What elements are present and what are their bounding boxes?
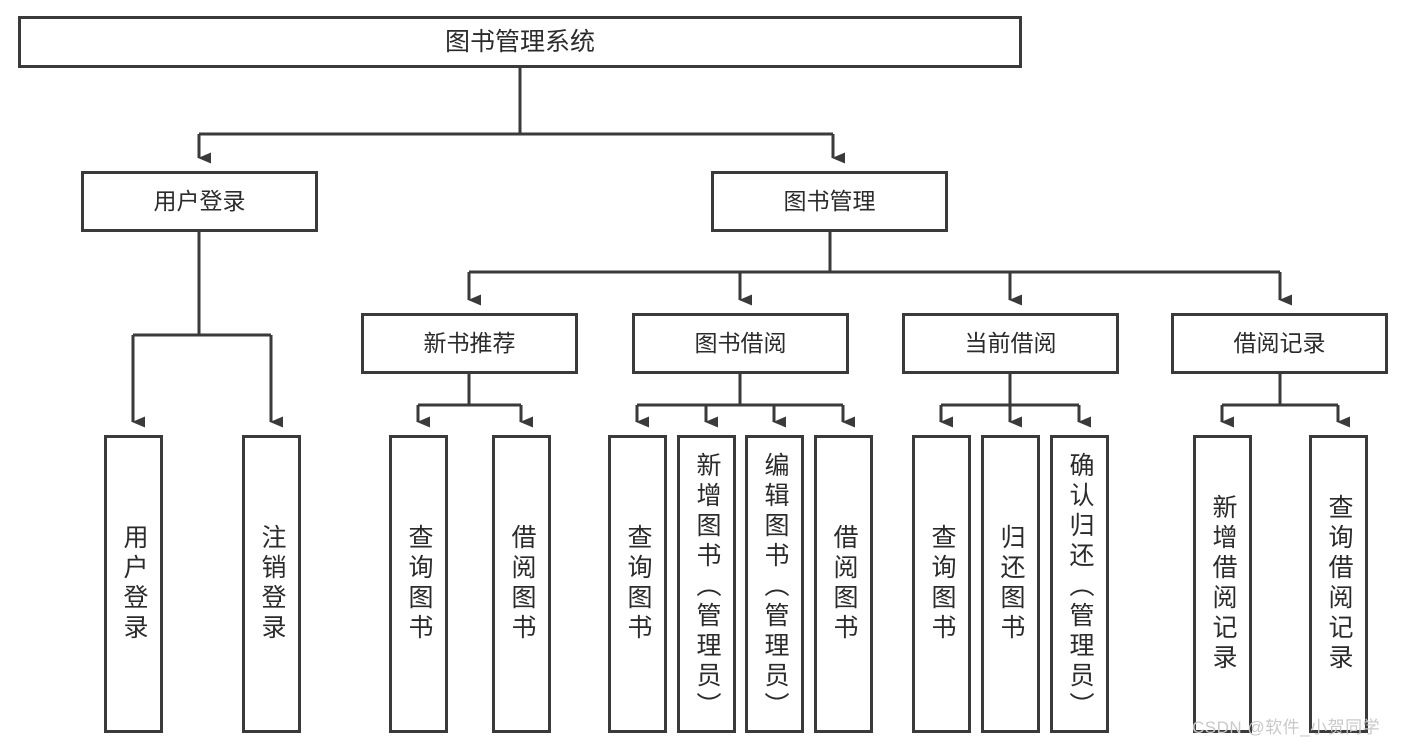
leaf-borrow-book-recommend[interactable]: 借阅图书 xyxy=(492,435,551,733)
node-label: 新书推荐 xyxy=(423,329,516,356)
node-root[interactable]: 图书管理系统 xyxy=(18,16,1022,68)
leaf-edit-book-admin[interactable]: 编辑图书（管理员） xyxy=(745,435,804,733)
leaf-return-book[interactable]: 归还图书 xyxy=(981,435,1040,733)
node-label: 查询图书 xyxy=(928,524,956,644)
leaf-query-book-recommend[interactable]: 查询图书 xyxy=(389,435,448,733)
leaf-borrow-book[interactable]: 借阅图书 xyxy=(814,435,873,733)
node-user-login[interactable]: 用户登录 xyxy=(81,171,318,232)
node-borrow-record[interactable]: 借阅记录 xyxy=(1171,313,1388,374)
node-label: 用户登录 xyxy=(153,187,246,214)
leaf-confirm-return-admin[interactable]: 确认归还（管理员） xyxy=(1050,435,1109,733)
node-label: 当前借阅 xyxy=(964,329,1057,356)
leaf-user-login[interactable]: 用户登录 xyxy=(104,435,163,733)
node-label: 图书借阅 xyxy=(694,329,787,356)
leaf-query-book-current[interactable]: 查询图书 xyxy=(912,435,971,733)
node-label: 新增借阅记录 xyxy=(1209,494,1237,674)
leaf-add-book-admin[interactable]: 新增图书（管理员） xyxy=(677,435,736,733)
node-label: 注销登录 xyxy=(258,524,286,644)
node-label: 查询图书 xyxy=(405,524,433,644)
node-book-management[interactable]: 图书管理 xyxy=(711,171,948,232)
node-current-borrow[interactable]: 当前借阅 xyxy=(902,313,1119,374)
node-label: 确认归还（管理员） xyxy=(1066,452,1094,722)
node-label: 归还图书 xyxy=(997,524,1025,644)
node-book-borrow[interactable]: 图书借阅 xyxy=(632,313,849,374)
leaf-add-borrow-record[interactable]: 新增借阅记录 xyxy=(1193,435,1252,733)
leaf-query-book-borrow[interactable]: 查询图书 xyxy=(608,435,667,733)
node-label: 用户登录 xyxy=(120,524,148,644)
node-label: 图书管理系统 xyxy=(444,28,595,56)
node-label: 新增图书（管理员） xyxy=(693,452,721,722)
node-label: 借阅图书 xyxy=(508,524,536,644)
node-label: 借阅图书 xyxy=(830,524,858,644)
node-new-book-recommend[interactable]: 新书推荐 xyxy=(361,313,578,374)
leaf-logout[interactable]: 注销登录 xyxy=(242,435,301,733)
node-label: 查询借阅记录 xyxy=(1325,494,1353,674)
leaf-query-borrow-record[interactable]: 查询借阅记录 xyxy=(1309,435,1368,733)
node-label: 借阅记录 xyxy=(1233,329,1326,356)
node-label: 图书管理 xyxy=(783,187,876,214)
node-label: 查询图书 xyxy=(624,524,652,644)
csdn-watermark: CSDN @软件_小贺同学 xyxy=(1192,718,1381,737)
node-label: 编辑图书（管理员） xyxy=(761,452,789,722)
